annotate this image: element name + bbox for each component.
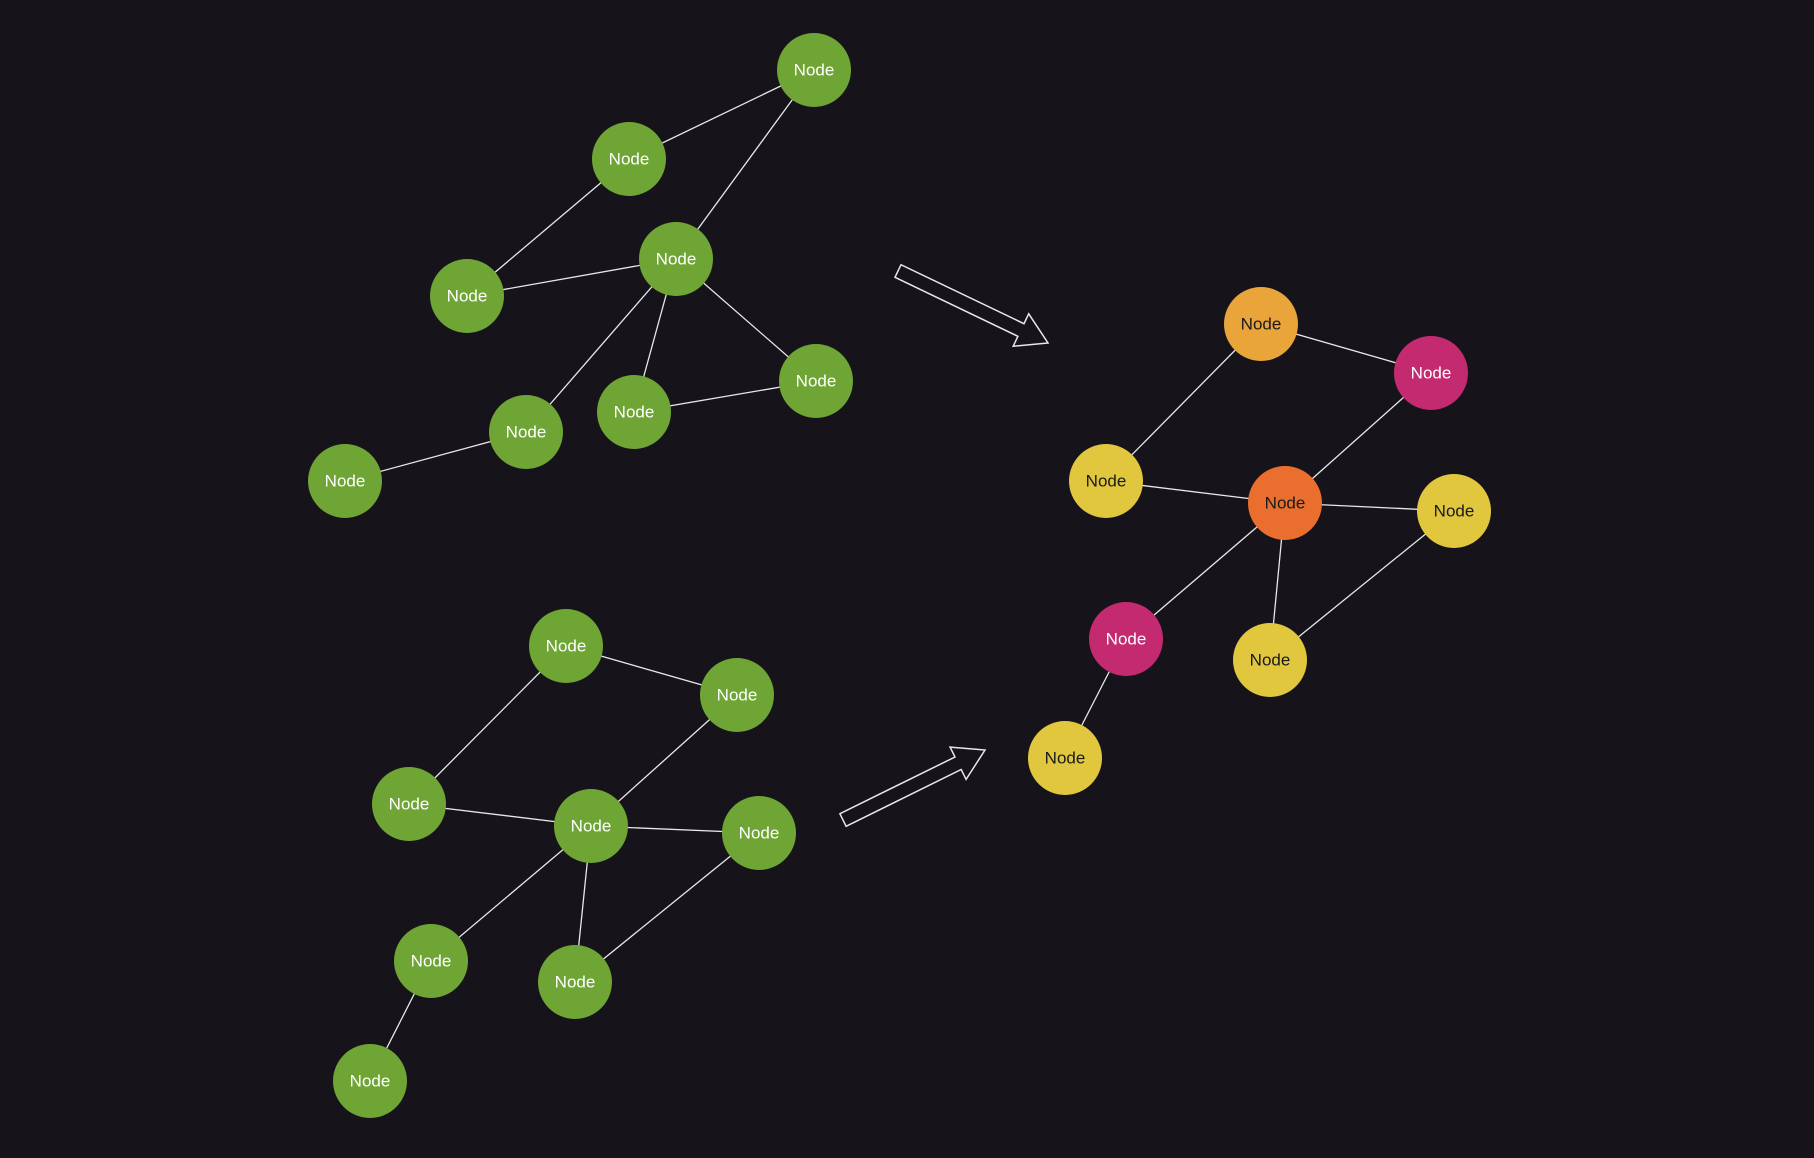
edge-b5-b7 [574,832,760,983]
node-c1[interactable]: Node [1224,287,1298,361]
node-b1[interactable]: Node [529,609,603,683]
node-circle [779,344,853,418]
node-b2[interactable]: Node [700,658,774,732]
node-circle [722,796,796,870]
node-b6[interactable]: Node [394,924,468,998]
node-b7[interactable]: Node [538,945,612,1019]
node-circle [639,222,713,296]
node-a1[interactable]: Node [777,33,851,107]
node-circle [1224,287,1298,361]
node-a5[interactable]: Node [489,395,563,469]
node-a7[interactable]: Node [779,344,853,418]
node-b4[interactable]: Node [554,789,628,863]
node-a4[interactable]: Node [639,222,713,296]
edge-c5-c7 [1269,510,1455,661]
node-circle [554,789,628,863]
node-circle [333,1044,407,1118]
node-b5[interactable]: Node [722,796,796,870]
node-c6[interactable]: Node [1089,602,1163,676]
node-circle [777,33,851,107]
node-c3[interactable]: Node [1069,444,1143,518]
node-circle [700,658,774,732]
node-circle [1028,721,1102,795]
node-circle [597,375,671,449]
arrow-bottom-icon [838,746,987,828]
node-circle [529,609,603,683]
node-circle [489,395,563,469]
arrow-top-icon [894,263,1050,348]
node-circle [1417,474,1491,548]
node-a8[interactable]: Node [308,444,382,518]
node-circle [372,767,446,841]
node-a3[interactable]: Node [430,259,504,333]
node-circle [1233,623,1307,697]
node-b8[interactable]: Node [333,1044,407,1118]
node-c4[interactable]: Node [1248,466,1322,540]
node-circle [394,924,468,998]
node-c5[interactable]: Node [1417,474,1491,548]
node-b3[interactable]: Node [372,767,446,841]
arrows-layer [838,263,1050,828]
node-circle [1394,336,1468,410]
node-circle [1248,466,1322,540]
node-circle [592,122,666,196]
node-c2[interactable]: Node [1394,336,1468,410]
node-c7[interactable]: Node [1233,623,1307,697]
edge-a4-a5 [525,258,677,433]
node-circle [1069,444,1143,518]
edge-a1-a4 [675,69,815,260]
node-circle [430,259,504,333]
node-a6[interactable]: Node [597,375,671,449]
edge-b1-b3 [408,645,567,805]
node-a2[interactable]: Node [592,122,666,196]
node-c8[interactable]: Node [1028,721,1102,795]
node-circle [538,945,612,1019]
node-circle [1089,602,1163,676]
node-circle [308,444,382,518]
